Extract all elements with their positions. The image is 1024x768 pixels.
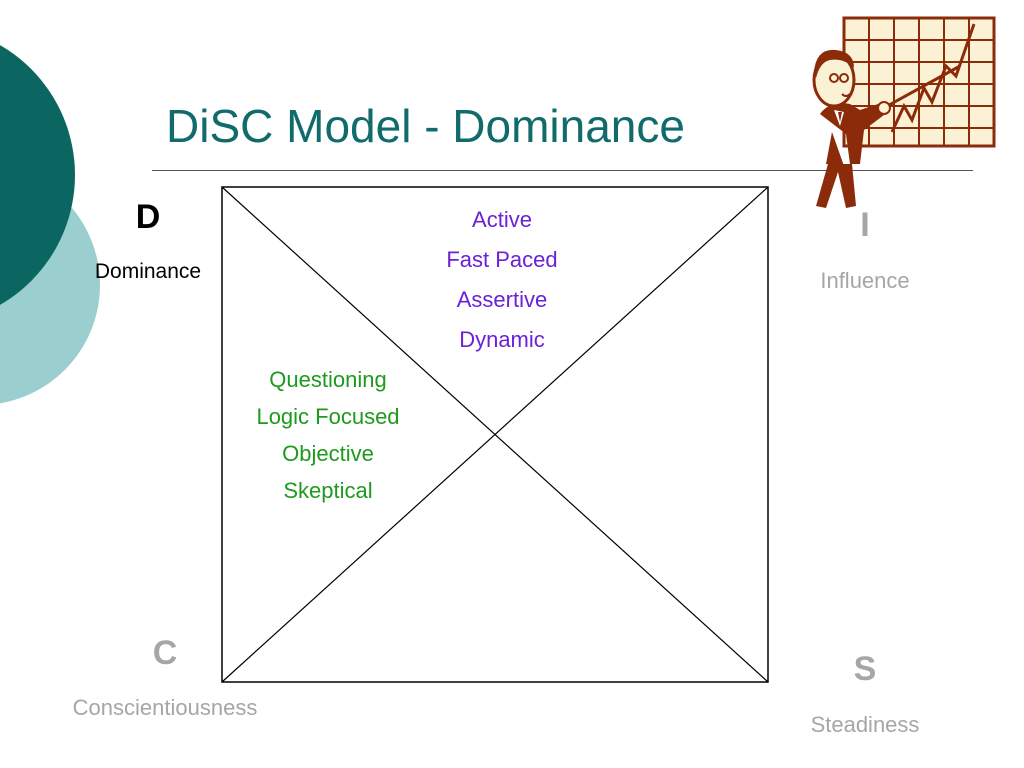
trait-item: Skeptical	[283, 478, 373, 503]
trait-item: Logic Focused	[256, 404, 400, 429]
decorative-circles	[0, 45, 100, 404]
trait-item: Active	[472, 207, 532, 232]
quadrant-d-letter: D	[135, 198, 161, 236]
trait-item: Fast Paced	[446, 247, 558, 272]
trait-item: Objective	[282, 441, 374, 466]
dark-teal-circle	[0, 45, 75, 305]
trait-item: Assertive	[456, 287, 548, 312]
diagram-border	[221, 186, 769, 683]
quadrant-c-letter: C	[152, 634, 178, 672]
trait-item: Questioning	[269, 367, 387, 392]
quadrant-s-letter: S	[853, 650, 877, 688]
trait-item: Dynamic	[459, 327, 545, 352]
presenter-pointing-at-growth-chart-icon	[812, 16, 996, 208]
top-trait-list: Active Fast Paced Assertive Dynamic	[402, 200, 602, 360]
title-divider	[152, 170, 973, 171]
quadrant-d-name: Dominance	[94, 260, 202, 283]
quadrant-i-name: Influence	[820, 268, 910, 293]
disc-quadrant-diagram	[221, 186, 769, 683]
left-trait-list: Questioning Logic Focused Objective Skep…	[228, 361, 428, 509]
quadrant-s-name: Steadiness	[810, 712, 920, 737]
slide-title: DiSC Model - Dominance	[166, 100, 685, 152]
quadrant-i-letter: I	[860, 206, 870, 244]
quadrant-c-name: Conscientiousness	[72, 695, 258, 720]
diagonal-line-2	[221, 186, 769, 683]
